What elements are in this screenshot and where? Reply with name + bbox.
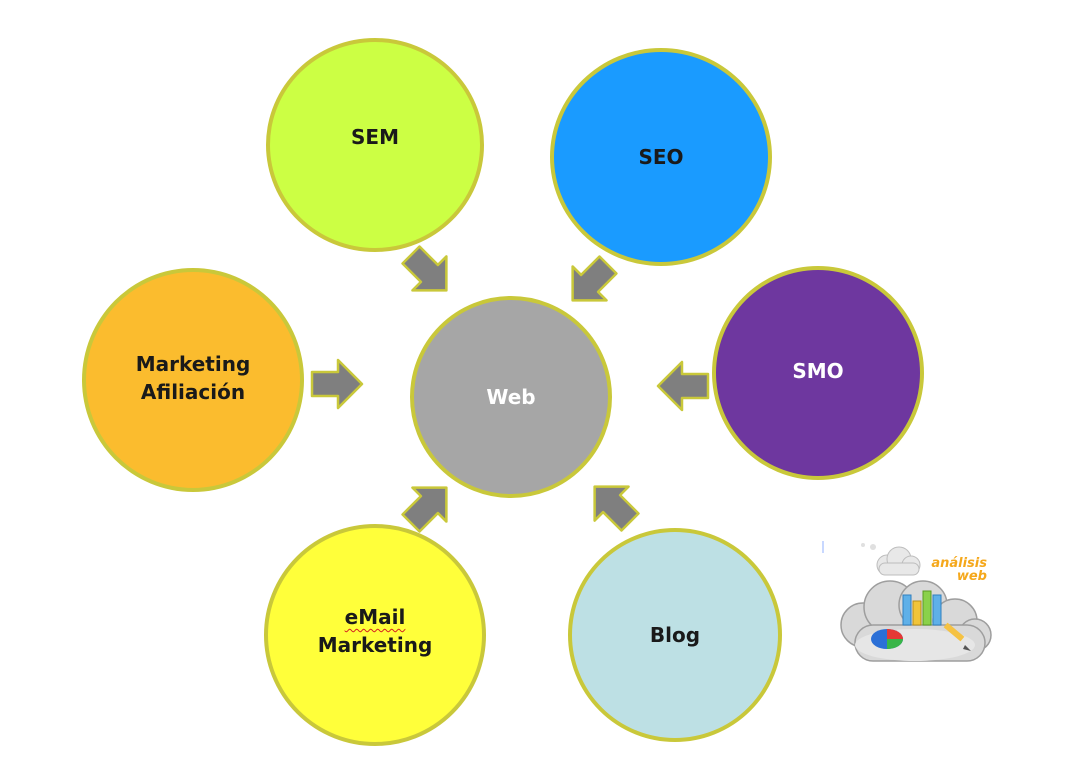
logo-line2: web [956, 569, 987, 584]
sem-circle: SEM [266, 38, 484, 252]
email-marketing-label: eMail Marketing [318, 603, 433, 659]
email-marketing-line2: Marketing [317, 633, 433, 657]
smo-label: SMO [792, 359, 844, 383]
marketing-afiliacion-circle: Marketing Afiliación [82, 268, 304, 492]
arrow-seo-to-web [554, 246, 627, 319]
marketing-afiliacion-line2: Afiliación [140, 380, 246, 404]
arrow-blog-to-web [576, 468, 649, 541]
seo-circle: SEO [550, 48, 772, 266]
arrow-sem-to-web [392, 236, 465, 309]
cloud-chart-icon [822, 541, 992, 662]
sem-label: SEM [351, 125, 399, 149]
web-circle: Web [410, 296, 612, 498]
logo-line1: análisis [931, 556, 987, 571]
email-marketing-line1: eMail [344, 605, 406, 629]
blog-label: Blog [649, 623, 701, 647]
marketing-afiliacion-label: Marketing Afiliación [136, 350, 251, 406]
web-label: Web [486, 385, 536, 409]
arrow-afiliacion-to-web [310, 358, 364, 410]
email-marketing-circle: eMail Marketing [264, 524, 486, 746]
marketing-afiliacion-line1: Marketing [135, 352, 251, 376]
analisis-web-logo: análisis web [815, 535, 1000, 680]
analisis-web-text: análisis web [915, 557, 987, 583]
seo-label: SEO [638, 145, 684, 169]
blog-circle: Blog [568, 528, 782, 742]
arrow-smo-to-web [656, 360, 710, 412]
smo-circle: SMO [712, 266, 924, 480]
